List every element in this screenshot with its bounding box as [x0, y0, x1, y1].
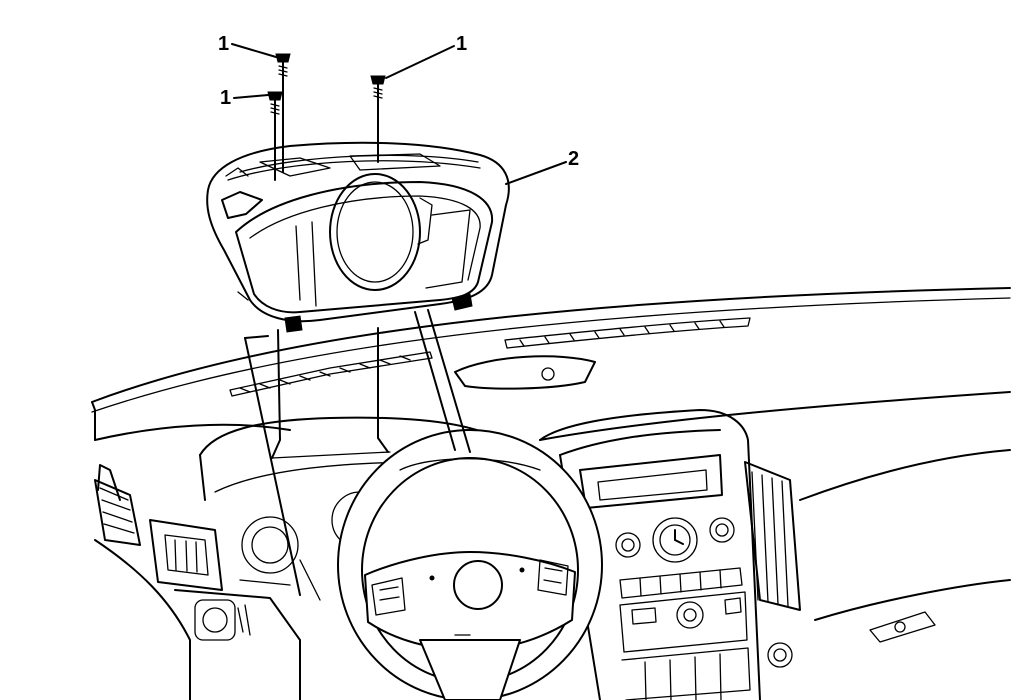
- callout-screw-a: 1: [218, 33, 277, 58]
- callout-label-cluster-trim-bezel: 2: [568, 148, 579, 170]
- screw-c: [267, 91, 283, 181]
- instrument-panel: [91, 287, 1011, 700]
- callout-label-screw-b: 1: [456, 33, 467, 55]
- callout-cluster-trim-bezel: 2: [505, 148, 579, 185]
- callout-label-screw-c: 1: [220, 87, 231, 109]
- callout-screw-b: 1: [385, 33, 467, 79]
- steering-wheel: [337, 429, 603, 700]
- screw-b: [370, 75, 386, 163]
- installation-guide-lines: [244, 309, 471, 596]
- screw-a: [275, 53, 291, 173]
- callout-label-screw-a: 1: [218, 33, 229, 55]
- callout-screw-c: 1: [220, 87, 269, 109]
- cluster-trim-bezel: [206, 141, 510, 333]
